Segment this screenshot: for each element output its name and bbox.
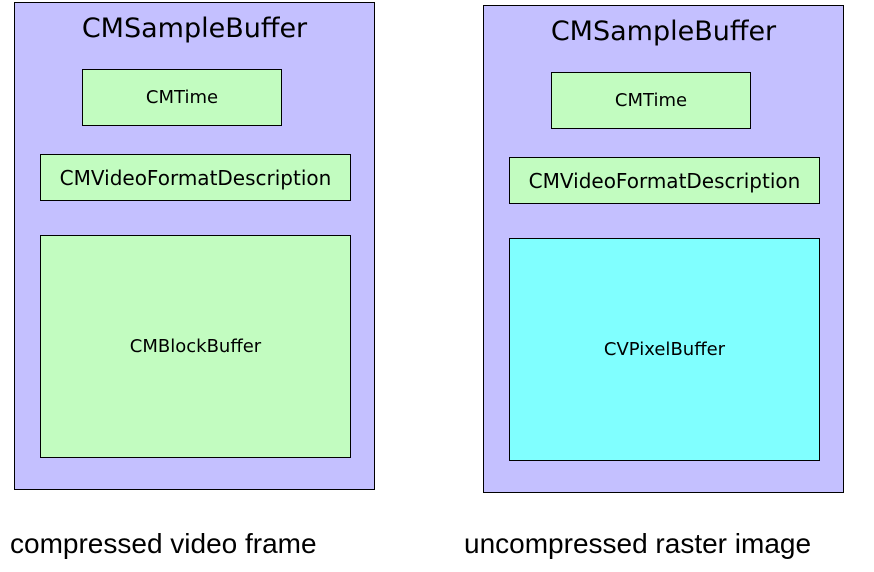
- video-format-description-box: CMVideoFormatDescription: [509, 157, 820, 204]
- sample-buffer-container-uncompressed: CMSampleBuffer CMTime CMVideoFormatDescr…: [483, 5, 844, 493]
- pixel-buffer-box: CVPixelBuffer: [509, 238, 820, 461]
- sample-buffer-container-compressed: CMSampleBuffer CMTime CMVideoFormatDescr…: [14, 2, 375, 490]
- caption-compressed: compressed video frame: [10, 528, 317, 559]
- video-format-description-box: CMVideoFormatDescription: [40, 154, 351, 201]
- caption-uncompressed: uncompressed raster image: [464, 528, 812, 559]
- cmtime-box: CMTime: [82, 69, 282, 126]
- sample-buffer-title: CMSampleBuffer: [81, 13, 308, 44]
- cmtime-box: CMTime: [551, 72, 751, 129]
- block-buffer-box: CMBlockBuffer: [40, 235, 351, 458]
- sample-buffer-title: CMSampleBuffer: [550, 16, 777, 47]
